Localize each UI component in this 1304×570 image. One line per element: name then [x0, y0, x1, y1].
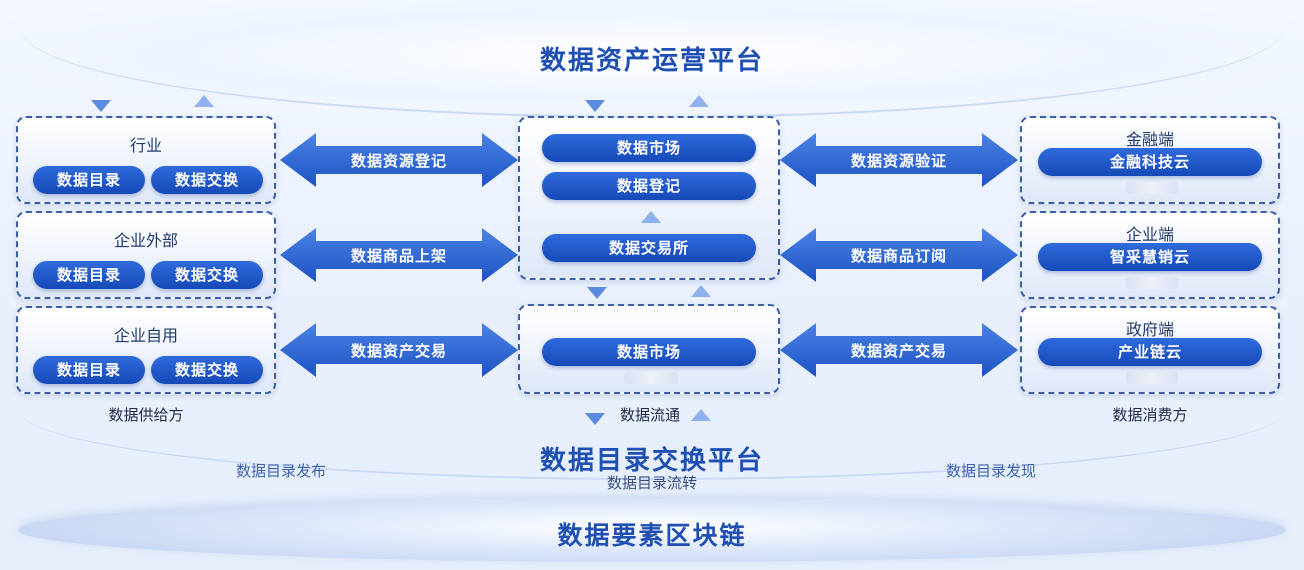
chevron-down-icon: [584, 99, 606, 113]
double-arrow-right-2: 数据商品订阅: [780, 226, 1018, 284]
panel-title: 政府端: [1125, 320, 1174, 339]
supply-panel-external: 企业外部 数据目录 数据交换: [16, 211, 276, 299]
catalog-arc: [20, 410, 1284, 480]
arrow-label: 数据资源登记: [350, 152, 447, 170]
blockchain-title: 数据要素区块链: [557, 521, 747, 550]
chevron-up-icon: [193, 94, 215, 108]
double-arrow-left-3: 数据资产交易: [280, 321, 518, 379]
chevron-up-icon: [690, 284, 712, 298]
blurred-text: [1126, 372, 1178, 384]
catalog-flow-label: 数据目录流转: [606, 474, 697, 492]
circulation-panel-lower: 数据市场: [518, 304, 780, 394]
double-arrow-left-2: 数据商品上架: [280, 226, 518, 284]
blurred-text: [1126, 182, 1178, 194]
catalog-button[interactable]: 数据目录: [33, 261, 145, 289]
exchange-button[interactable]: 数据交换: [151, 166, 263, 194]
double-arrow-right-1: 数据资源验证: [780, 131, 1018, 189]
data-market-button[interactable]: 数据市场: [542, 134, 756, 162]
data-registration-button[interactable]: 数据登记: [542, 172, 756, 200]
fintech-cloud-button[interactable]: 金融科技云: [1038, 148, 1262, 176]
panel-title: 企业端: [1125, 225, 1174, 244]
supply-panel-industry: 行业 数据目录 数据交换: [16, 116, 276, 204]
chevron-down-icon: [90, 99, 112, 113]
top-platform-title: 数据资产运营平台: [539, 46, 764, 76]
double-arrow-left-1: 数据资源登记: [280, 131, 518, 189]
arrow-label: 数据资源验证: [850, 152, 947, 170]
arrow-label: 数据商品订阅: [850, 247, 947, 265]
chevron-up-icon: [640, 210, 662, 224]
exchange-button[interactable]: 数据交换: [151, 356, 263, 384]
consumer-panel-enterprise: 企业端 智采慧销云: [1020, 211, 1280, 299]
panel-title: 金融端: [1125, 130, 1174, 149]
consumer-panel-government: 政府端 产业链云: [1020, 306, 1280, 394]
panel-title: 企业自用: [113, 326, 178, 345]
arrow-label: 数据资产交易: [350, 342, 447, 360]
chevron-up-icon: [688, 94, 710, 108]
circulation-panel-upper: 数据市场 数据登记 数据交易所: [518, 116, 780, 280]
arrow-label: 数据商品上架: [350, 247, 447, 265]
double-arrow-right-3: 数据资产交易: [780, 321, 1018, 379]
data-exchange-button[interactable]: 数据交易所: [542, 234, 756, 262]
data-market-button[interactable]: 数据市场: [542, 338, 756, 366]
catalog-discover-label: 数据目录发现: [946, 462, 1037, 480]
exchange-button[interactable]: 数据交换: [151, 261, 263, 289]
blurred-text: [624, 372, 678, 384]
blockchain-base: [18, 498, 1286, 562]
catalog-button[interactable]: 数据目录: [33, 356, 145, 384]
catalog-platform-title: 数据目录交换平台: [539, 446, 764, 476]
industry-chain-cloud-button[interactable]: 产业链云: [1038, 338, 1262, 366]
catalog-publish-label: 数据目录发布: [236, 462, 327, 480]
catalog-button[interactable]: 数据目录: [33, 166, 145, 194]
chevron-down-icon: [586, 286, 608, 300]
smart-sales-cloud-button[interactable]: 智采慧销云: [1038, 243, 1262, 271]
consumer-panel-finance: 金融端 金融科技云: [1020, 116, 1280, 204]
supply-panel-internal: 企业自用 数据目录 数据交换: [16, 306, 276, 394]
arrow-label: 数据资产交易: [850, 342, 947, 360]
panel-title: 行业: [129, 136, 162, 155]
panel-title: 企业外部: [113, 231, 178, 250]
blurred-text: [1126, 277, 1178, 289]
